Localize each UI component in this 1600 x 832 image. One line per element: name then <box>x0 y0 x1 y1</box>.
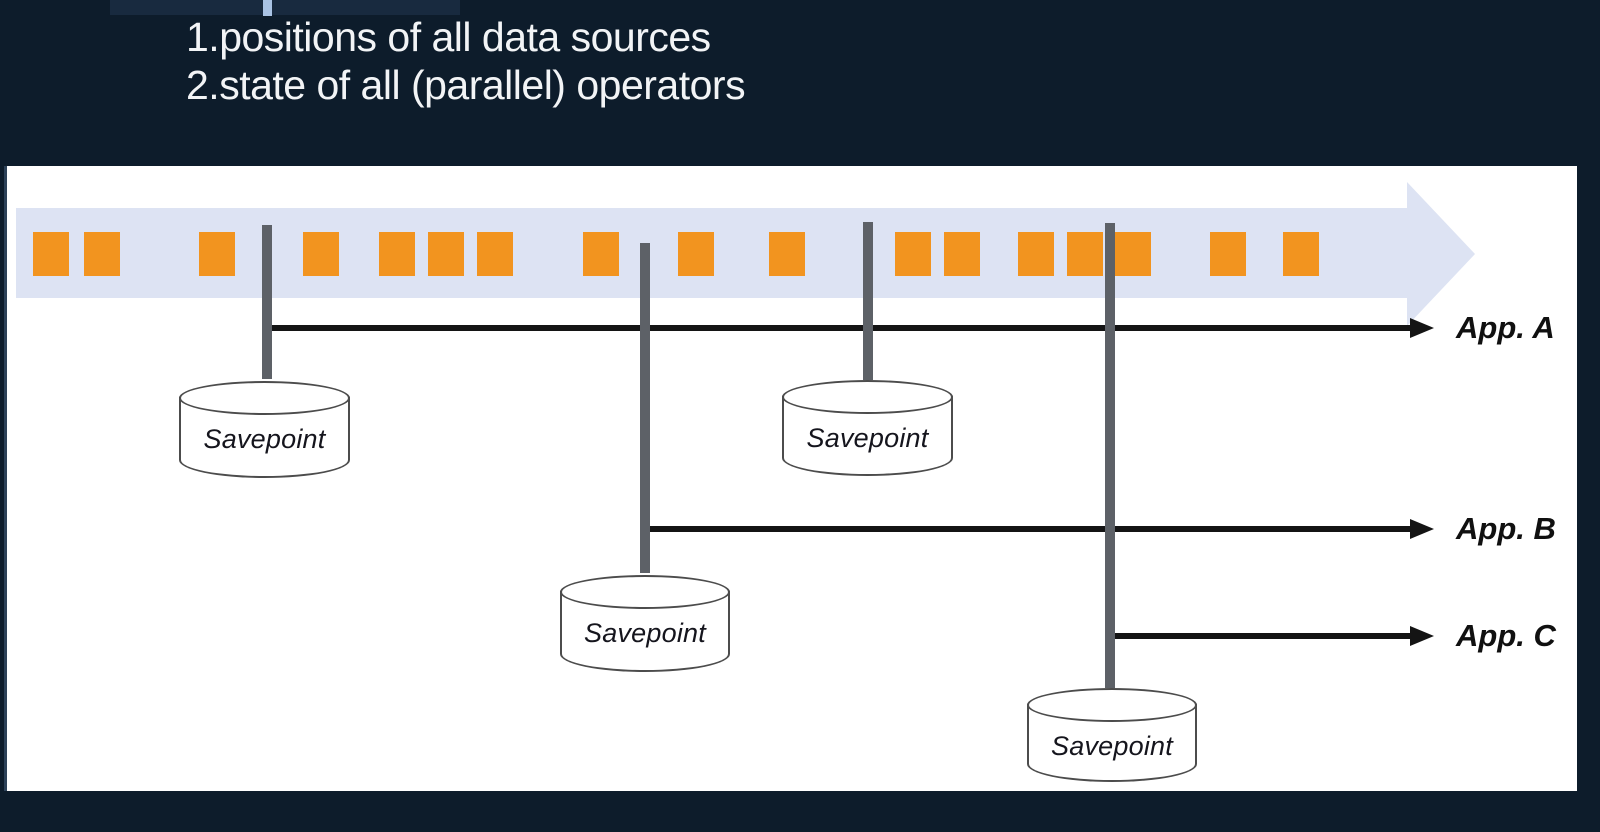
event-square <box>1210 232 1246 276</box>
stream-arrowhead-icon <box>1407 182 1475 326</box>
event-square <box>678 232 714 276</box>
event-square <box>199 232 235 276</box>
title-cursor-fragment <box>263 0 272 16</box>
cylinder-top-ellipse <box>179 381 350 415</box>
event-square <box>895 232 931 276</box>
header-line-1: 1.positions of all data sources <box>186 14 711 60</box>
savepoint-label: Savepoint <box>584 618 706 648</box>
savepoint-cylinder: Savepoint <box>560 575 730 672</box>
savepoint-barrier <box>1105 223 1115 688</box>
app-label: App. A <box>1456 310 1555 345</box>
event-square <box>1067 232 1103 276</box>
event-square <box>944 232 980 276</box>
savepoint-barrier <box>863 222 873 380</box>
event-square <box>84 232 120 276</box>
savepoint-barrier <box>262 225 272 379</box>
title-fragment-bar <box>110 0 460 15</box>
event-square <box>769 232 805 276</box>
event-square <box>477 232 513 276</box>
event-square <box>1283 232 1319 276</box>
savepoint-label: Savepoint <box>1051 731 1173 761</box>
header-text: 1.positions of all data sources 2.state … <box>186 13 746 109</box>
cylinder-top-ellipse <box>1027 688 1197 722</box>
savepoint-label: Savepoint <box>203 424 326 454</box>
app-label: App. C <box>1456 618 1556 653</box>
header-line-2: 2.state of all (parallel) operators <box>186 62 746 108</box>
savepoint-cylinder: Savepoint <box>1027 688 1197 782</box>
app-arrowhead-icon <box>1410 519 1434 539</box>
app-arrowhead-icon <box>1410 626 1434 646</box>
savepoint-label: Savepoint <box>806 423 929 453</box>
event-square <box>583 232 619 276</box>
app-arrowhead-icon <box>1410 318 1434 338</box>
event-square <box>1115 232 1151 276</box>
event-square <box>1018 232 1054 276</box>
event-square <box>379 232 415 276</box>
event-square <box>33 232 69 276</box>
app-label: App. B <box>1456 511 1556 546</box>
app-arrow-line <box>267 325 1410 331</box>
app-arrow-line <box>1110 633 1410 639</box>
savepoint-cylinder: Savepoint <box>179 381 350 478</box>
cylinder-top-ellipse <box>782 380 953 414</box>
savepoint-cylinder: Savepoint <box>782 380 953 476</box>
cylinder-top-ellipse <box>560 575 730 609</box>
savepoint-barrier <box>640 243 650 573</box>
event-square <box>428 232 464 276</box>
event-square <box>303 232 339 276</box>
app-arrow-line <box>645 526 1410 532</box>
